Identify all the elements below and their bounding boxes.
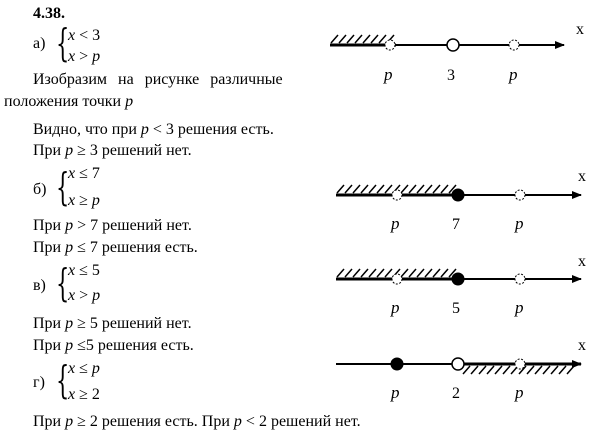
number-line-v: p 5 p x bbox=[336, 253, 586, 317]
number-line-a: p 3 p x bbox=[330, 21, 584, 84]
intro-line-2: положения точки p bbox=[4, 93, 134, 110]
label-p-left-g: p bbox=[390, 383, 400, 402]
part-v-conclusion-1: При p ≥ 5 решений нет. bbox=[33, 315, 192, 332]
number-line-b: p 7 p x bbox=[336, 168, 586, 233]
part-b-label: б) bbox=[33, 181, 47, 198]
intro-line-1: Изобразим на рисунке различные bbox=[33, 71, 283, 88]
point-p-left-b bbox=[391, 189, 403, 201]
part-g-ineq2: x ≥ 2 bbox=[68, 386, 100, 403]
point-3-open bbox=[446, 38, 460, 52]
label-x-v: x bbox=[578, 253, 586, 270]
number-line-g: p 2 p x bbox=[336, 337, 586, 402]
part-v-label: в) bbox=[33, 277, 46, 294]
point-p-right-b bbox=[514, 189, 526, 201]
label-p-left-a: p bbox=[383, 65, 393, 84]
part-g-ineq1: x ≤ p bbox=[68, 360, 100, 377]
label-5: 5 bbox=[452, 300, 460, 317]
part-a-label: а) bbox=[33, 35, 46, 52]
part-v-conclusion-2: При p ≤5 решения есть. bbox=[33, 337, 194, 354]
problem-number: 4.38. bbox=[33, 5, 65, 22]
part-g-conclusion: При p ≥ 2 решения есть. При p < 2 решени… bbox=[33, 413, 361, 430]
point-7-filled bbox=[451, 188, 465, 202]
part-a-ineq1: x < 3 bbox=[68, 27, 101, 44]
label-p-right-a: p bbox=[508, 65, 518, 84]
label-x-b: x bbox=[578, 168, 586, 185]
part-b-ineq2: x ≥ p bbox=[68, 192, 100, 209]
part-b-ineq1: x ≤ 7 bbox=[68, 165, 100, 182]
point-p-right-g bbox=[514, 358, 526, 370]
part-g-label: г) bbox=[33, 374, 45, 391]
point-p-right-a bbox=[508, 39, 520, 51]
label-p-left-b: p bbox=[390, 214, 400, 233]
label-3: 3 bbox=[447, 67, 455, 84]
point-p-right-v bbox=[514, 273, 526, 285]
part-b-conclusion-2: При p ≤ 7 решения есть. bbox=[33, 239, 198, 256]
point-p-left-a bbox=[384, 39, 396, 51]
label-x-g: x bbox=[578, 337, 586, 354]
point-2-open bbox=[451, 357, 465, 371]
part-b-brace: { bbox=[56, 165, 70, 209]
label-p-right-v: p bbox=[514, 298, 524, 317]
part-v-ineq1: x ≤ 5 bbox=[68, 262, 100, 279]
part-b-conclusion-1: При p > 7 решений нет. bbox=[33, 217, 192, 234]
part-a-conclusion-2: При p ≥ 3 решений нет. bbox=[33, 142, 192, 159]
point-5-filled bbox=[451, 272, 465, 286]
point-p-filled-g bbox=[390, 357, 404, 371]
point-p-left-v bbox=[391, 273, 403, 285]
label-x-a: x bbox=[576, 21, 584, 38]
part-a-ineq2: x > p bbox=[68, 48, 101, 65]
label-p-left-v: p bbox=[390, 298, 400, 317]
part-a-brace: { bbox=[56, 21, 70, 65]
label-2: 2 bbox=[452, 385, 460, 402]
label-p-right-g: p bbox=[514, 383, 524, 402]
part-v-brace: { bbox=[56, 261, 70, 305]
part-a-conclusion-1: Видно, что при p < 3 решения есть. bbox=[33, 121, 274, 138]
label-7: 7 bbox=[452, 216, 460, 233]
part-v-ineq2: x > p bbox=[68, 287, 101, 304]
label-p-right-b: p bbox=[514, 214, 524, 233]
part-g-brace: { bbox=[56, 358, 70, 402]
